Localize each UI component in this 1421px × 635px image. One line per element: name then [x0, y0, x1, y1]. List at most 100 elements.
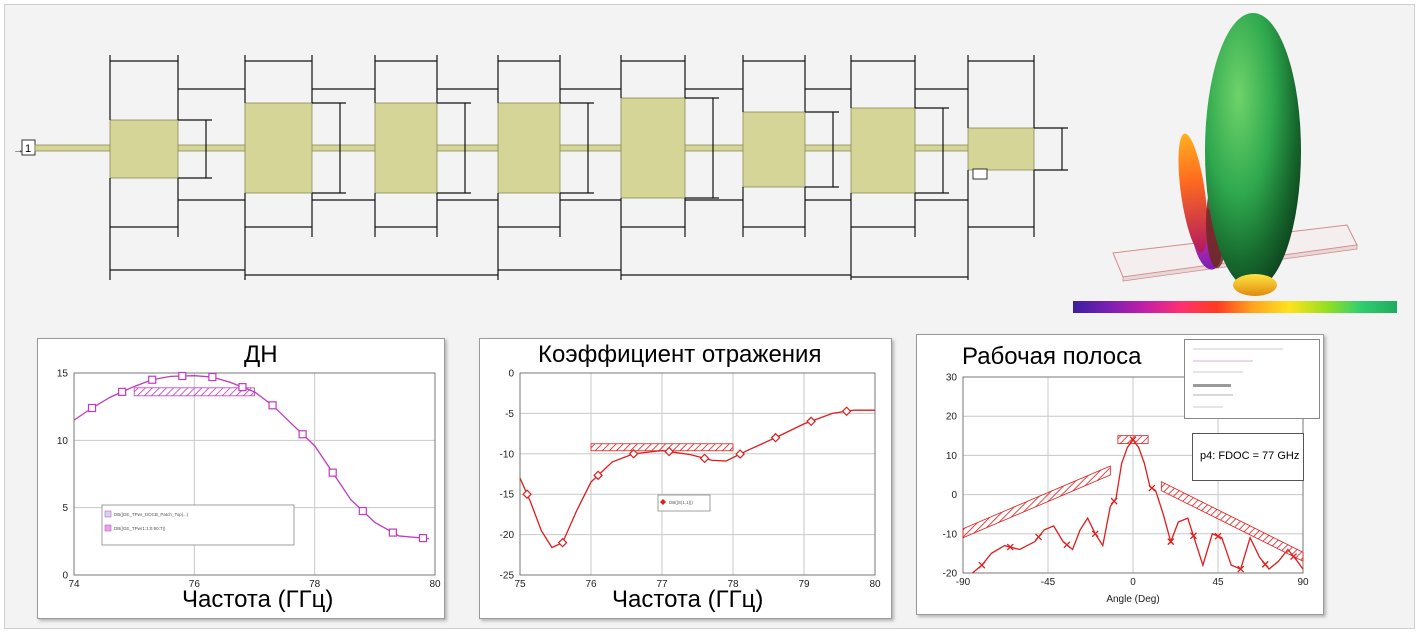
y-tick-label: 10: [946, 451, 958, 462]
data-point: [806, 416, 816, 427]
mask-right: [1160, 481, 1304, 562]
x-tick-label: -45: [1041, 577, 1056, 588]
patch-7: [850, 107, 916, 194]
data-point: [699, 453, 710, 464]
x-tick-label: 77: [656, 579, 668, 590]
x-axis-label: Частота (ГГц): [612, 586, 764, 613]
data-point: [1237, 565, 1245, 573]
side-lobe-orange: [1178, 133, 1208, 253]
data-point: [208, 372, 217, 382]
data-point: [1148, 484, 1156, 492]
legend-entry: DB(|S(1,1)|): [669, 500, 693, 505]
chart-title: ДН: [244, 341, 278, 368]
figure-frame: → 1: [4, 4, 1415, 629]
data-point: [358, 506, 367, 516]
x-axis-label: Angle (Deg): [1106, 594, 1159, 605]
plot-border: [519, 372, 876, 576]
data-point: [1006, 543, 1014, 551]
data-point: [664, 446, 674, 457]
main-lobe: [1205, 13, 1301, 289]
data-point: [735, 449, 745, 459]
patch-1: [109, 119, 179, 179]
annotation-text: p4: FDOC = 77 GHz: [1200, 450, 1300, 462]
y-tick-label: -10: [943, 529, 958, 540]
goal-band: [133, 387, 255, 397]
plot-area: [519, 372, 876, 576]
data-point: [557, 537, 568, 548]
data-point: [522, 489, 532, 500]
x-tick-label: 45: [1212, 577, 1224, 588]
data-point: [1129, 436, 1137, 444]
port-marker-arrow: →: [13, 144, 24, 156]
x-tick-label: 74: [68, 579, 80, 590]
legend-box: [101, 504, 295, 546]
data-point: [1214, 532, 1222, 540]
main-lobe-base: [1233, 274, 1277, 296]
y-tick-label: 30: [946, 373, 958, 384]
legend-box: [657, 494, 711, 512]
y-tick-label: -20: [943, 569, 958, 580]
legend-swatch: [104, 510, 112, 518]
x-axis-label: Частота (ГГц): [182, 586, 334, 613]
patch-3: [374, 102, 438, 194]
patch-group: [109, 97, 1035, 199]
y-tick-label: -25: [500, 571, 515, 582]
x-tick-label: 78: [727, 579, 739, 590]
patch-8: [967, 127, 1035, 171]
data-point: [118, 387, 127, 396]
data-point: [978, 561, 986, 569]
x-tick-label: 90: [1297, 577, 1309, 588]
patch-2: [244, 102, 313, 194]
y-tick-label: 0: [62, 571, 68, 582]
legend-entry: DB(|GE_TPwr_DOCB_Patch_Top|...): [114, 512, 189, 517]
data-point: [628, 448, 639, 459]
x-tick-label: 0: [1130, 577, 1136, 588]
patch-6: [742, 111, 806, 188]
y-tick-label: -5: [505, 409, 514, 420]
data-point: [841, 406, 852, 417]
x-tick-label: 78: [309, 579, 321, 590]
data-point: [268, 401, 277, 410]
data-point: [148, 375, 157, 384]
y-tick-label: -15: [500, 490, 515, 501]
data-point: [1189, 532, 1197, 540]
x-tick-label: 79: [798, 579, 810, 590]
y-tick-label: 0: [951, 490, 957, 501]
plot-border: [73, 372, 436, 576]
y-tick-label: 10: [57, 436, 69, 447]
x-tick-label: 80: [429, 579, 441, 590]
data-point: [298, 430, 307, 439]
data-point: [388, 528, 397, 537]
patch-array-layout: → 1: [13, 55, 1068, 280]
data-point: [1063, 541, 1071, 549]
y-tick-label: -20: [500, 530, 515, 541]
chart-title: Коэффициент отражения: [538, 341, 822, 368]
data-point: [238, 383, 247, 392]
data-point: [770, 432, 781, 443]
gain-chart: 74 76 78 80 0 5 10 15DB(|GE_TPwr_DOCB_Patch_Top…: [57, 369, 441, 591]
x-tick-label: 80: [869, 579, 881, 590]
x-tick-label: 76: [585, 579, 597, 590]
y-tick-label: 5: [62, 503, 68, 514]
y-tick-label: 15: [57, 369, 69, 380]
y-tick-label: 0: [508, 369, 514, 380]
data-point: [328, 468, 337, 477]
legend-swatch: [104, 524, 112, 532]
x-tick-label: -90: [956, 577, 971, 588]
data-point: [1167, 538, 1175, 546]
port-label: 1: [25, 143, 31, 155]
data-point: [1290, 553, 1298, 560]
legend-swatch: [660, 499, 666, 505]
data-point: [418, 534, 428, 543]
x-tick-label: 76: [189, 579, 201, 590]
data-point: [1091, 530, 1099, 538]
data-point: [178, 371, 187, 381]
goal-band: [590, 443, 734, 452]
colorbar: [1073, 301, 1397, 313]
patch-4: [497, 102, 561, 194]
